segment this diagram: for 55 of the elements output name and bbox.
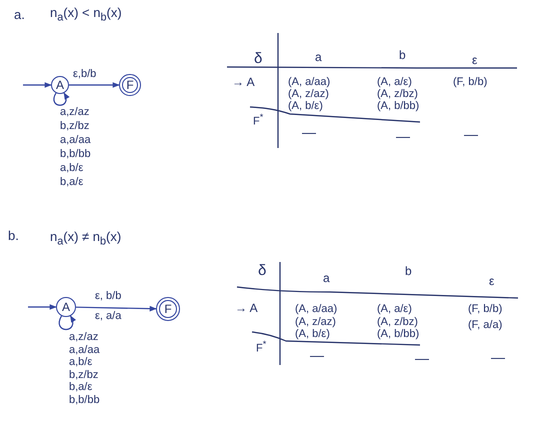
state-name: F	[164, 303, 172, 315]
transition-entry: (A, b/bb)	[377, 328, 420, 341]
transition-label: ε, b/b ε, a/a	[95, 289, 122, 324]
self-loop-arrow	[53, 92, 70, 106]
row-heading: → A	[235, 302, 258, 316]
state-name: F	[126, 79, 134, 91]
state-name: A	[56, 79, 64, 91]
transition-entry: (F, b/b)	[468, 303, 502, 316]
transition-entry: (A, b/ε)	[288, 100, 323, 113]
transition-arrow	[69, 82, 120, 88]
transition-arrow	[76, 306, 157, 312]
part-label: a.	[14, 8, 25, 23]
transition-entry: (A, z/bz)	[377, 316, 418, 329]
transition-entry: (A, z/bz)	[377, 88, 418, 101]
self-loop-arrow	[58, 315, 76, 330]
state-circle	[51, 76, 69, 94]
row-heading: F$^{*}$	[256, 339, 266, 356]
transition-entry: (A, z/az)	[288, 88, 329, 101]
transition-entry: (F, b/b)	[453, 76, 488, 89]
transition-entry: (A, z/az)	[295, 316, 336, 329]
part-label: b.	[8, 229, 19, 244]
column-heading: ε	[472, 54, 478, 68]
transition-entry: (A, a/ε)	[377, 303, 412, 316]
empty-entry-dash: —	[415, 350, 429, 366]
row-heading: F$^{*}$	[253, 112, 264, 128]
condition-formula: n$_{a}$(x) < n$_{b}$(x)	[50, 6, 122, 24]
delta-symbol: δ	[258, 262, 266, 280]
transition-entry: (A, b/bb)	[377, 100, 420, 113]
start-arrow	[28, 304, 57, 310]
transition-entry: (A, b/ε)	[295, 328, 330, 341]
transition-entry: (F, a/a)	[468, 319, 502, 332]
transition-label: a,z/az b,z/bz a,a/aa b,b/bb a,b/ε b,a/ε	[60, 105, 91, 189]
row-heading: → A	[232, 76, 255, 90]
accept-state-circle	[119, 74, 141, 96]
empty-entry-dash: —	[310, 347, 324, 364]
transition-label: ε,b/b	[73, 68, 96, 81]
empty-entry-dash: —	[302, 124, 316, 140]
empty-entry-dash: —	[491, 349, 505, 366]
delta-symbol: δ	[254, 50, 262, 68]
transition-entry: (A, a/aa)	[288, 76, 330, 89]
transition-entry: (A, a/ε)	[377, 76, 412, 89]
column-heading: ε	[489, 275, 494, 289]
start-arrow	[23, 82, 52, 88]
column-heading: a	[323, 272, 330, 286]
state-circle	[56, 297, 76, 317]
condition-formula: n$_{a}$(x) ≠ n$_{b}$(x)	[50, 230, 122, 248]
column-heading: a	[315, 51, 322, 65]
state-name: A	[62, 301, 70, 313]
empty-entry-dash: —	[396, 128, 410, 144]
empty-entry-dash: —	[464, 126, 478, 142]
transition-entry: (A, a/aa)	[295, 303, 338, 316]
column-heading: b	[399, 49, 406, 63]
transition-label: a,z/az a,a/aa a,b/ε b,z/bz b,a/ε b,b/bb	[69, 331, 100, 406]
column-heading: b	[405, 265, 412, 279]
accept-state-circle	[156, 297, 180, 321]
